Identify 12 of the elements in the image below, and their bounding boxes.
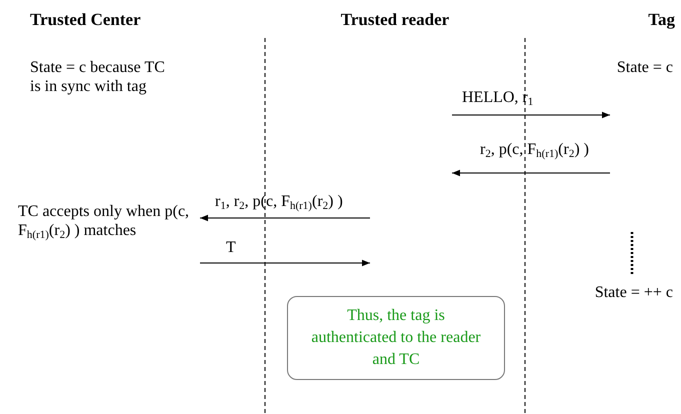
state-note: State = c <box>616 58 673 77</box>
message-label: r$_{2}$, p(c, F$_{h(r1)}$(r$_{2}$) ) <box>480 140 590 159</box>
note-text: Thus, the tag is authenticated to the reader and TC <box>311 306 481 370</box>
state-note: State = ++ c <box>594 283 673 302</box>
column-heading: Tag <box>560 10 675 29</box>
state-note: State = c because TC is in sync with tag <box>30 58 166 96</box>
column-heading: Trusted reader <box>295 10 495 29</box>
message-label: T <box>226 238 237 257</box>
column-heading: Trusted Center <box>30 10 180 29</box>
condition-note: TC accepts only when p(c, F$_{h(r1)}$(r$_{2}$) ) matches <box>18 202 190 240</box>
message-label: r$_{1}$, r$_{2}$, p(c, F$_{h(r1)}$(r$_{2}$) ) <box>215 192 344 211</box>
note-box <box>287 296 505 380</box>
